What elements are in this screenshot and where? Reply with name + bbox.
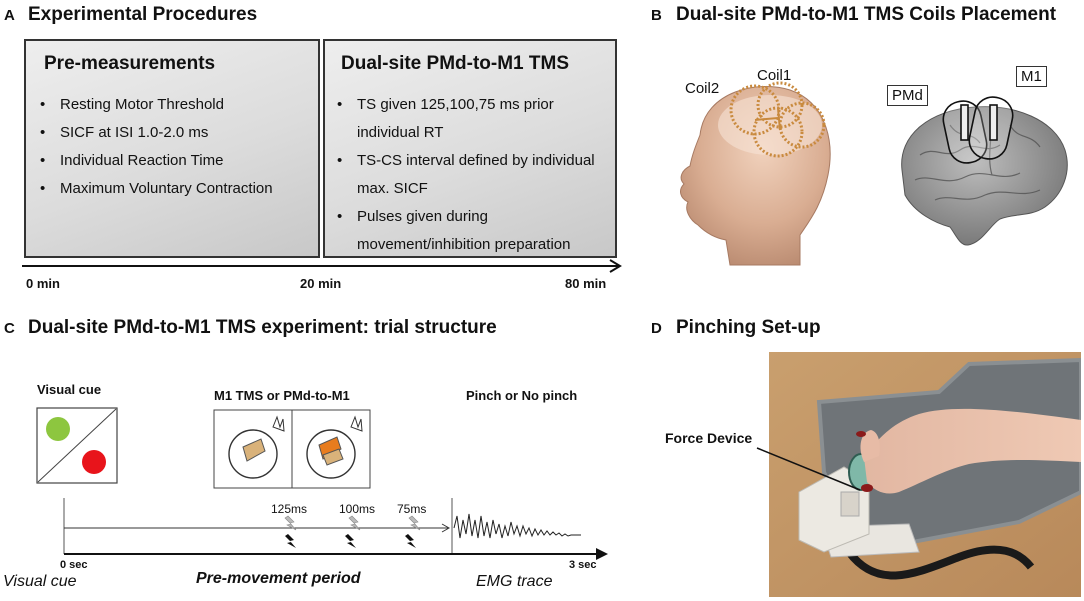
pulse-75-icon — [405, 515, 421, 548]
m1-label: M1 — [1016, 66, 1047, 87]
dual-site-title: Dual-site PMd-to-M1 TMS — [341, 53, 569, 74]
dual-site-list: TS given 125,100,75 ms prior individual … — [335, 91, 610, 259]
force-device-pointer — [756, 447, 861, 491]
axis-end-label: 3 sec — [569, 559, 597, 571]
panel-d-letter: D — [651, 320, 662, 337]
visual-cue-label: Visual cue — [37, 382, 102, 397]
pre-measurements-title: Pre-measurements — [44, 53, 216, 74]
green-cue-icon — [46, 417, 70, 441]
list-item: SICF at ISI 1.0-2.0 ms — [38, 119, 308, 147]
pulse-100-icon — [345, 515, 361, 548]
m1-tms-head-icon — [228, 415, 285, 479]
panel-a-letter: A — [4, 7, 15, 24]
axis-start-label: 0 sec — [60, 559, 88, 571]
red-cue-icon — [82, 450, 106, 474]
panel-c-letter: C — [4, 320, 15, 337]
pmd-to-m1-head-icon — [306, 415, 363, 479]
timeline-arrow — [22, 259, 622, 273]
trial-timeline — [63, 498, 608, 560]
list-item: Individual Reaction Time — [38, 147, 308, 175]
brain-illustration — [901, 96, 1068, 246]
tms-label: M1 TMS or PMd-to-M1 — [214, 388, 350, 403]
pre-measurements-box: Pre-measurements Resting Motor Threshold… — [24, 39, 320, 258]
pmd-label: PMd — [887, 85, 928, 106]
bottom-visual-cue: Visual cue — [3, 573, 77, 590]
ms-100-label: 100ms — [339, 502, 376, 516]
pinch-label: Pinch or No pinch — [466, 388, 578, 403]
timeline-end: 80 min — [565, 276, 607, 291]
coil2-label: Coil2 — [685, 80, 720, 97]
timeline-start: 0 min — [26, 276, 60, 291]
head-illustration — [680, 81, 831, 266]
list-item: TS-CS interval defined by individual max… — [335, 147, 610, 203]
force-device-label: Force Device — [665, 430, 753, 446]
ms-75-label: 75ms — [397, 502, 427, 516]
tms-coil-icons — [213, 409, 371, 489]
pre-movement-period: Pre-movement period — [196, 570, 361, 587]
bottom-emg-trace: EMG trace — [476, 573, 553, 590]
panel-b-title: Dual-site PMd-to-M1 TMS Coils Placement — [676, 4, 1057, 25]
coil1-label: Coil1 — [757, 67, 792, 84]
pinching-setup-photo — [769, 352, 1081, 597]
pre-measurements-list: Resting Motor Threshold SICF at ISI 1.0-… — [38, 91, 308, 203]
list-item: TS given 125,100,75 ms prior individual … — [335, 91, 610, 147]
list-item: Pulses given during movement/inhibition … — [335, 203, 610, 259]
pulse-125-icon — [284, 515, 297, 548]
panel-b-letter: B — [651, 7, 662, 24]
ms-125-label: 125ms — [271, 502, 308, 516]
list-item: Resting Motor Threshold — [38, 91, 308, 119]
panel-a-title: Experimental Procedures — [28, 4, 258, 25]
panel-c-title: Dual-site PMd-to-M1 TMS experiment: tria… — [28, 317, 497, 338]
emg-trace — [453, 513, 581, 539]
panel-d-title: Pinching Set-up — [676, 317, 821, 338]
list-item: Maximum Voluntary Contraction — [38, 175, 308, 203]
dual-site-box: Dual-site PMd-to-M1 TMS TS given 125,100… — [323, 39, 617, 258]
visual-cue-box — [36, 407, 118, 484]
timeline-mid: 20 min — [300, 276, 342, 291]
